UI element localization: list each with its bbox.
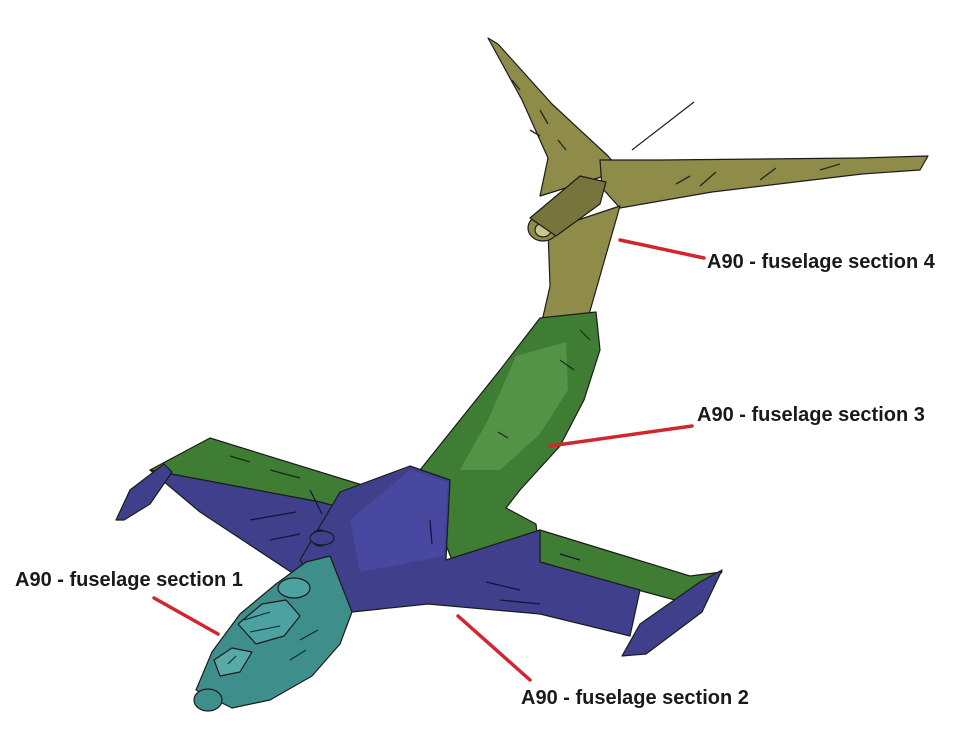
fuselage-section-3	[149, 311, 723, 605]
tail-antenna	[631, 101, 695, 151]
vertical-fin	[487, 37, 621, 197]
leader-line-section-3	[548, 424, 694, 448]
center-top-face	[350, 470, 448, 572]
nose-cone	[193, 688, 223, 712]
fuselage-section-4	[487, 37, 929, 331]
label-fuselage-section-3: A90 - fuselage section 3	[697, 404, 925, 426]
fuselage-section-2	[115, 463, 723, 657]
fuselage-section-1	[193, 530, 353, 712]
rear-canopy	[277, 577, 311, 599]
leader-line-section-4	[618, 238, 706, 260]
right-wingtip-pod	[621, 569, 723, 657]
nozzle-body	[529, 175, 607, 237]
leader-line-section-2	[456, 614, 532, 682]
horizontal-stabilizer	[599, 155, 929, 209]
label-fuselage-section-1: A90 - fuselage section 1	[15, 569, 243, 591]
leader-lines	[152, 238, 706, 682]
label-fuselage-section-2: A90 - fuselage section 2	[521, 687, 749, 709]
label-fuselage-section-4: A90 - fuselage section 4	[707, 251, 935, 273]
left-wingtip-pod	[115, 463, 173, 521]
mid-fuselage-highlight	[460, 342, 568, 470]
leader-line-section-1	[152, 596, 220, 636]
front-window	[213, 647, 253, 677]
dorsal-antenna	[309, 530, 335, 546]
canopy	[237, 599, 301, 645]
